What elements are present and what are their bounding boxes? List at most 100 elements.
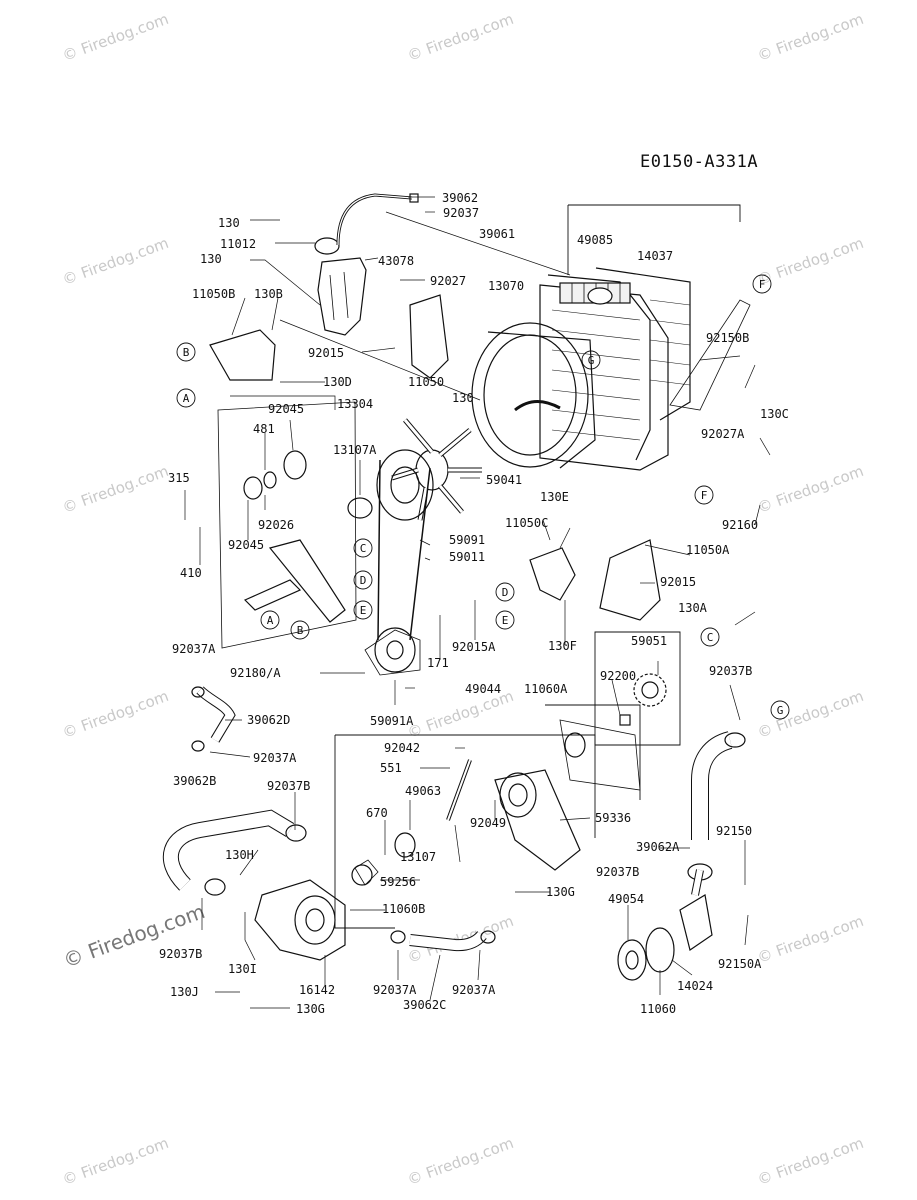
- part-number-label: 92037A: [452, 983, 496, 997]
- part-number-label: 14037: [637, 249, 673, 263]
- part-number-label: 13107: [400, 850, 436, 864]
- part-number-label: 49085: [577, 233, 613, 247]
- part-number-label: 130: [452, 391, 474, 405]
- fan: [391, 418, 482, 521]
- part-number-label: 315: [168, 471, 190, 485]
- part-number-label: 92150B: [706, 331, 749, 345]
- reservoir-tank: [314, 193, 419, 336]
- part-number-label: 92049: [470, 816, 506, 830]
- part-number-label: 130G: [546, 885, 575, 899]
- part-number-label: 92037B: [709, 664, 752, 678]
- part-number-label: 59091: [449, 533, 485, 547]
- part-number-label: 130: [218, 216, 240, 230]
- part-number-label: 92037A: [373, 983, 417, 997]
- part-number-label: 130G: [296, 1002, 325, 1016]
- reference-letter: B: [183, 346, 190, 359]
- part-number-label: 130F: [548, 639, 577, 653]
- reference-letter: A: [183, 392, 190, 405]
- part-number-label: 49054: [608, 892, 644, 906]
- part-number-label: 92037: [443, 206, 479, 220]
- part-number-label: 130A: [678, 601, 708, 615]
- part-number-label: 92180/A: [230, 666, 281, 680]
- reference-letter: E: [502, 614, 509, 627]
- part-number-label: 43078: [378, 254, 414, 268]
- reference-letter: C: [360, 542, 367, 555]
- reference-letter: D: [502, 586, 509, 599]
- tension-arm: [217, 401, 373, 649]
- part-number-label: 92027A: [701, 427, 745, 441]
- reference-letter: G: [588, 354, 595, 367]
- part-number-label: 92037A: [253, 751, 297, 765]
- part-number-label: 11050A: [686, 543, 730, 557]
- part-number-label: 670: [366, 806, 388, 820]
- radiator: [539, 267, 751, 471]
- part-number-label: 92150: [716, 824, 752, 838]
- part-number-label: 11060: [640, 1002, 676, 1016]
- part-number-label: 16142: [299, 983, 335, 997]
- part-number-label: 171: [427, 656, 449, 670]
- fan-shroud: [471, 322, 596, 469]
- part-number-label: 13304: [337, 397, 373, 411]
- part-number-label: 130E: [540, 490, 569, 504]
- part-number-label: 11060B: [382, 902, 425, 916]
- group-frames: [334, 204, 741, 929]
- part-number-label: 130H: [225, 848, 254, 862]
- part-number-label: 49044: [465, 682, 501, 696]
- part-number-label: 39061: [479, 227, 515, 241]
- part-number-label: 481: [253, 422, 275, 436]
- part-number-label: 92037A: [172, 642, 216, 656]
- part-number-label: 13107A: [333, 443, 377, 457]
- part-number-label: 59011: [449, 550, 485, 564]
- part-number-label: 130C: [760, 407, 789, 421]
- part-number-label: 11050: [408, 375, 444, 389]
- reference-letter: F: [759, 278, 766, 291]
- part-number-label: 130J: [170, 985, 199, 999]
- part-number-label: 59041: [486, 473, 522, 487]
- part-number-label: 130B: [254, 287, 283, 301]
- part-number-label: 39062A: [636, 840, 680, 854]
- part-number-label: 92026: [258, 518, 294, 532]
- part-number-label: 92045: [268, 402, 304, 416]
- part-number-label: 92042: [384, 741, 420, 755]
- reference-letter: D: [360, 574, 367, 587]
- reference-letter: A: [267, 614, 274, 627]
- part-number-label: 39062: [442, 191, 478, 205]
- part-number-label: 59091A: [370, 714, 414, 728]
- brackets: [209, 294, 661, 621]
- reference-letter: F: [701, 489, 708, 502]
- part-number-label: 11060A: [524, 682, 568, 696]
- part-number-label: 130: [200, 252, 222, 266]
- part-number-label: 92027: [430, 274, 466, 288]
- part-number-label: 92150A: [718, 957, 762, 971]
- reference-markers: [176, 274, 790, 720]
- part-number-label: 39062C: [403, 998, 446, 1012]
- part-number-label: 39062B: [173, 774, 216, 788]
- water-pump-housing: [494, 719, 641, 871]
- part-number-label: 49063: [405, 784, 441, 798]
- diagram-code: E0150-A331A: [640, 152, 759, 172]
- part-number-label: 92037B: [596, 865, 639, 879]
- part-number-label: 92200: [600, 669, 636, 683]
- part-number-label: 92015: [660, 575, 696, 589]
- part-number-label: 92037B: [159, 947, 202, 961]
- pump-gear: [619, 673, 667, 726]
- reference-letter: C: [707, 631, 714, 644]
- part-number-label: 59256: [380, 875, 416, 889]
- part-number-label: 11050C: [505, 516, 548, 530]
- part-number-label: 92015A: [452, 640, 496, 654]
- hoses: [162, 686, 746, 952]
- part-number-label: 59336: [595, 811, 631, 825]
- part-number-label: 92037B: [267, 779, 310, 793]
- fan-pulley-and-belt: [364, 449, 434, 676]
- impeller: [351, 759, 472, 886]
- part-number-label: 11050B: [192, 287, 235, 301]
- part-number-label: 130I: [228, 962, 257, 976]
- part-number-label: 130D: [323, 375, 352, 389]
- leader-lines: [184, 196, 771, 1009]
- part-number-label: 92015: [308, 346, 344, 360]
- part-number-label: 39062D: [247, 713, 290, 727]
- reference-letter: G: [777, 704, 784, 717]
